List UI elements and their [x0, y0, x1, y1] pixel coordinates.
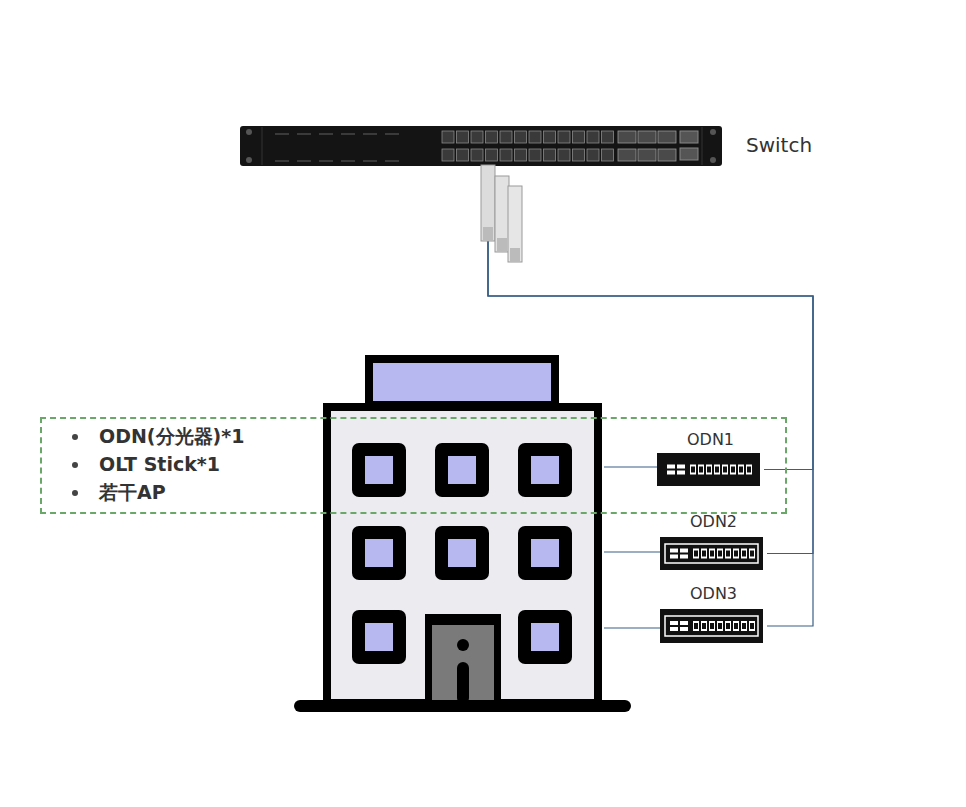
switch-node: Switch [240, 120, 840, 172]
bullet-item: ODN(分光器)*1 [99, 423, 244, 449]
splitter-device [660, 609, 763, 643]
odn-label: ODN2 [660, 512, 767, 532]
switch-chassis [240, 126, 722, 166]
odn-splitter: ODN3 [660, 584, 767, 644]
odn-splitter: ODN2 [660, 512, 767, 570]
splitter-device [660, 537, 763, 570]
building [300, 359, 625, 706]
bullet-dot [72, 434, 78, 440]
transceiver-modules [481, 165, 522, 262]
device-label: Switch [746, 132, 812, 158]
bullet-item: 若干AP [99, 479, 166, 505]
bullet-dot [72, 490, 78, 496]
odn-label: ODN1 [657, 430, 764, 450]
leader-lines [604, 467, 660, 628]
splitter-device [657, 453, 760, 486]
odn-label: ODN3 [660, 584, 767, 604]
bullet-dot [72, 462, 78, 468]
dashed-group: ODN(分光器)*1OLT Stick*1若干AP ODN1 [40, 417, 787, 514]
odn-splitter: ODN1 [657, 430, 764, 486]
bullet-item: OLT Stick*1 [99, 451, 220, 477]
